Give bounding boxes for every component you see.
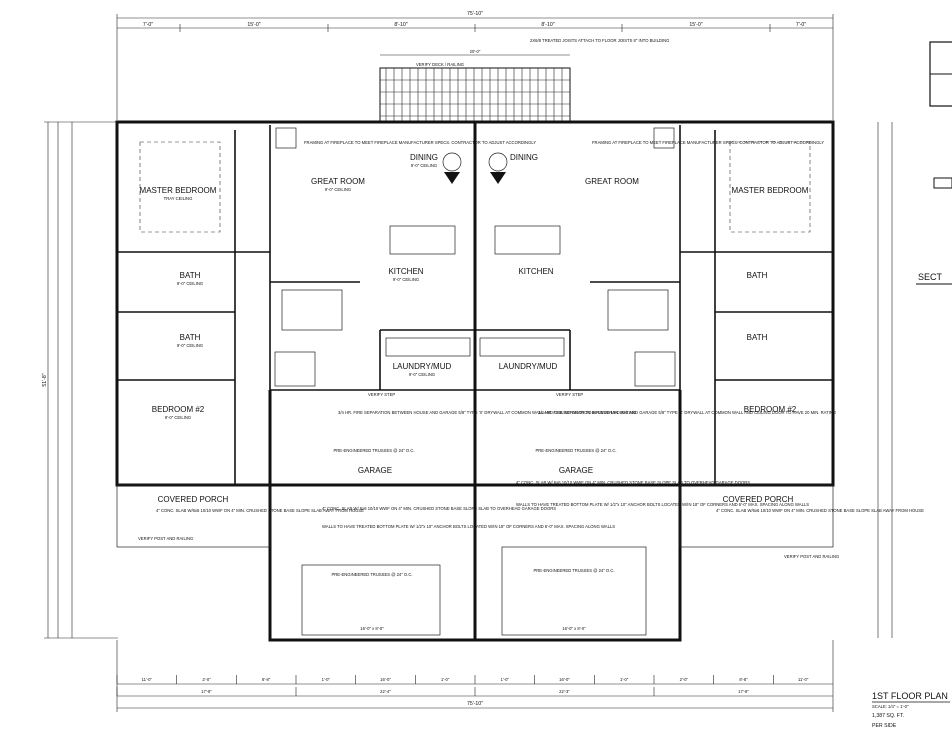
trusses-note-right-2: PRE-ENGINEERED TRUSSES @ 24" O.C. [533,568,614,573]
label-kitchen-ceiling-left: 9'-0" CEILING [393,277,419,282]
bottom-dim-label: 1'-0" [501,677,510,682]
deck-label: VERIFY DECK / RAILING [416,62,464,67]
deck-joist-note: 2X6/8 TREATED JOISTS ATTACH TO FLOOR JOI… [530,38,669,43]
sheet-scale: SCALE: 1/4" = 1'-0" [872,704,909,709]
label-bath2-left: BATH [180,333,201,342]
label-laundry-ceiling-left: 9'-0" CEILING [409,372,435,377]
top-dimension-lines: 75'-10" 7'-0" 15'-0" 8'-10" 8'-10" 15'-0… [116,11,834,120]
label-dining-ceiling-left: 9'-0" CEILING [411,163,437,168]
notes: FRAMING AT FIREPLACE TO MEET FIREPLACE M… [138,140,924,577]
sheet-edge: SECT [916,41,952,285]
bottom-dim-label: 16'-0" [380,677,391,682]
left-dimension-lines: 51'-8" [42,121,893,639]
verify-post-right: VERIFY POST AND RAILING [784,554,839,559]
garage-door-left: 16'-0" x 8'-0" [360,626,384,631]
label-laundry-right: LAUNDRY/MUD [499,362,558,371]
label-porch-left: COVERED PORCH [158,495,229,504]
bottom-dim-label: 8'-8" [262,677,271,682]
porch-slab-note-left: 4" CONC. SLAB W/6x6 10/10 WWF ON 4" MIN.… [156,508,364,513]
garage-slab-note-left: 4" CONC. SLAB W/ 6x6 10/10 WWF ON 4" MIN… [322,506,556,511]
bottom-dim-label: 11'-0" [798,677,809,682]
label-garage-right: GARAGE [559,466,593,475]
garage-door-right: 16'-0" x 8'-0" [562,626,586,631]
garage-separation-note-right: 3/4 HR. FIRE SEPARATION BETWEEN HOUSE AN… [538,410,836,415]
verify-post-left: VERIFY POST AND RAILING [138,536,193,541]
label-bath1-right: BATH [747,271,768,280]
bottom-dim-label: 16'-0" [559,677,570,682]
label-kitchen-right: KITCHEN [518,267,553,276]
bottom-dimension-lines: 75'-10" 11'-0" 2'-0" 8'-8" 1'-0" 16'-0" 1'-0"… [116,626,834,712]
trusses-note-left-1: PRE-ENGINEERED TRUSSES @ 24" O.C. [333,448,414,453]
label-master-bedroom-left: MASTER BEDROOM [140,186,217,195]
overall-width-dim: 75'-10" [467,11,483,17]
deck-width-dim: 20'-0" [470,49,481,54]
label-great-room-right: GREAT ROOM [585,177,639,186]
top-dim-3: 8'-10" [394,22,407,28]
section-label: SECT [918,272,943,282]
top-dim-4: 8'-10" [541,22,554,28]
label-great-room-left: GREAT ROOM [311,177,365,186]
title-block: 1ST FLOOR PLAN SCALE: 1/4" = 1'-0" 1,387… [872,691,950,729]
label-bath2-right: BATH [747,333,768,342]
top-dim-1: 7'-0" [143,22,153,28]
label-master-bedroom-right: MASTER BEDROOM [732,186,809,195]
bottom-dim-label: 1'-0" [620,677,629,682]
label-tray-ceiling-left: TRAY CEILING [164,196,193,201]
garage-slab-note-right: 4" CONC. SLAB W/ 6x6 10/10 WWF ON 4" MIN… [516,480,750,485]
label-bedroom2-right: BEDROOM #2 [744,405,797,414]
bottom-dim-label: 22'-4" [380,689,391,694]
label-bedroom2-left: BEDROOM #2 [152,405,205,414]
bottom-dim-label: 22'-3" [559,689,570,694]
top-dim-5: 15'-0" [689,22,702,28]
bottom-dim-label: 1'-0" [322,677,331,682]
label-laundry-left: LAUNDRY/MUD [393,362,452,371]
bottom-dim-label: 17'-8" [201,689,212,694]
bottom-dim-label: 1'-0" [441,677,450,682]
room-labels-right: MASTER BEDROOM GREAT ROOM DINING KITCHEN… [499,153,809,504]
garage-walls-note-right: WALLS TO HAVE TREATED BOTTOM PLATE W/ 1/… [516,502,809,507]
label-great-ceiling-left: 9'-0" CEILING [325,187,351,192]
fireplace-note-right: FRAMING AT FIREPLACE TO MEET FIREPLACE M… [592,140,824,145]
bottom-dim-label: 2'-0" [680,677,689,682]
garage-separation-note-left: 3/4 HR. FIRE SEPARATION BETWEEN HOUSE AN… [338,410,636,415]
sheet-sqft: 1,387 SQ. FT. [872,713,904,719]
top-dim-2: 15'-0" [247,22,260,28]
label-bedroom2-ceiling-left: 9'-0" CEILING [165,415,191,420]
label-bath1-left: BATH [180,271,201,280]
trusses-note-right-1: PRE-ENGINEERED TRUSSES @ 24" O.C. [535,448,616,453]
bottom-dim-label: 11'-0" [142,677,153,682]
bottom-dim-label: 17'-8" [738,689,749,694]
label-bath2-ceiling-left: 9'-0" CEILING [177,343,203,348]
label-kitchen-left: KITCHEN [388,267,423,276]
porch-slab-note-right: 4" CONC. SLAB W/6x6 10/10 WWF ON 4" MIN.… [716,508,924,513]
left-height-dim: 51'-8" [42,373,48,386]
bottom-dim-label: 8'-8" [739,677,748,682]
section-markers [442,152,508,184]
verify-step-left: VERIFY STEP [368,392,395,397]
label-bath1-ceiling-left: 9'-0" CEILING [177,281,203,286]
label-dining-right: DINING [510,153,538,162]
label-porch-right: COVERED PORCH [723,495,794,504]
sheet-title: 1ST FLOOR PLAN [872,691,948,701]
room-labels-left: MASTER BEDROOM TRAY CEILING GREAT ROOM 9… [140,153,452,504]
verify-step-right: VERIFY STEP [556,392,583,397]
bottom-dim-label: 2'-0" [202,677,211,682]
interior-walls-right [475,125,833,485]
fireplace-note-left: FRAMING AT FIREPLACE TO MEET FIREPLACE M… [304,140,536,145]
top-dim-6: 7'-0" [796,22,806,28]
interior-walls-left [117,125,475,485]
label-garage-left: GARAGE [358,466,392,475]
building-outline [115,120,835,642]
overall-width-bottom: 75'-10" [467,701,483,707]
sheet-per-side: PER SIDE [872,723,897,729]
deck: 20'-0" VERIFY DECK / RAILING 2X6/8 TREAT… [379,38,669,123]
trusses-note-left-2: PRE-ENGINEERED TRUSSES @ 24" O.C. [331,572,412,577]
garage-walls-note-left: WALLS TO HAVE TREATED BOTTOM PLATE W/ 1/… [322,524,615,529]
label-dining-left: DINING [410,153,438,162]
